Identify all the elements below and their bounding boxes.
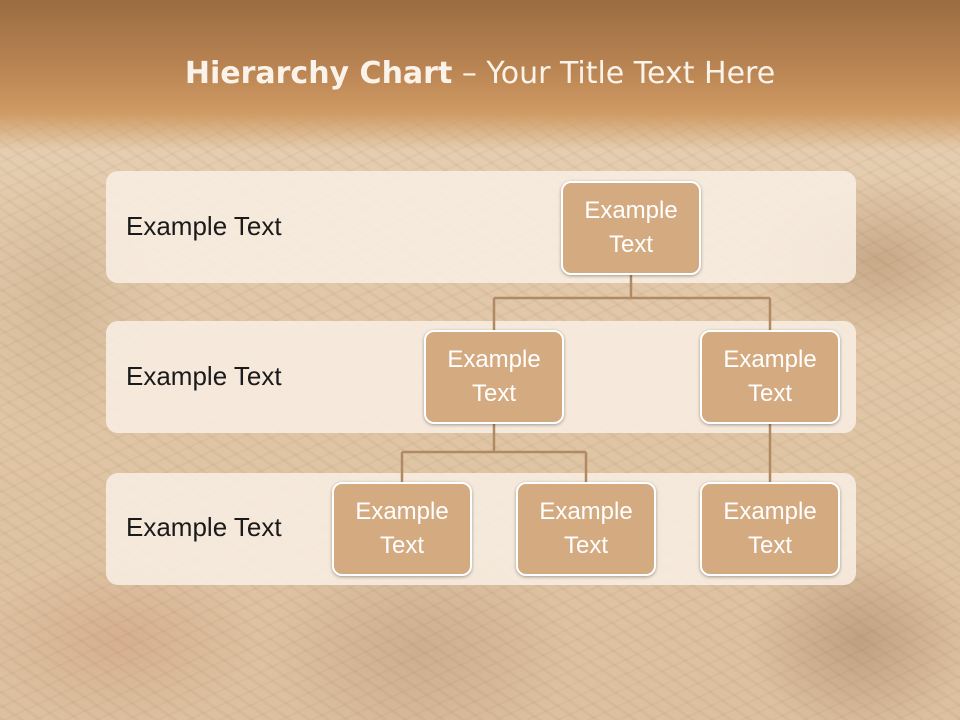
node-level3-1-line1: Example [355, 498, 449, 525]
title-separator: – [452, 56, 487, 91]
node-level2-right-line2: Text [747, 380, 792, 407]
node-level3-3-line1: Example [723, 498, 817, 525]
connector-left [400, 424, 588, 482]
node-root-line1: Example [584, 197, 678, 224]
slide-title: Hierarchy Chart – Your Title Text Here [0, 56, 960, 91]
node-level3-3-line2: Text [747, 532, 792, 559]
title-rest: Your Title Text Here [486, 56, 776, 91]
level-label-2: Example Text [126, 361, 282, 391]
node-level2-left-line1: Example [447, 346, 541, 373]
title-bar [0, 0, 960, 150]
node-level3-1-line2: Text [379, 532, 424, 559]
level-band-1 [106, 171, 856, 283]
node-level3-2-line2: Text [563, 532, 608, 559]
node-root-line2: Text [608, 231, 653, 258]
node-level3-2-line1: Example [539, 498, 633, 525]
node-level2-right-line1: Example [723, 346, 817, 373]
title-bold: Hierarchy Chart [184, 56, 453, 91]
node-level2-left-line2: Text [471, 380, 516, 407]
level-label-1: Example Text [126, 211, 282, 241]
level-label-3: Example Text [126, 512, 282, 542]
connector-root [492, 275, 772, 330]
